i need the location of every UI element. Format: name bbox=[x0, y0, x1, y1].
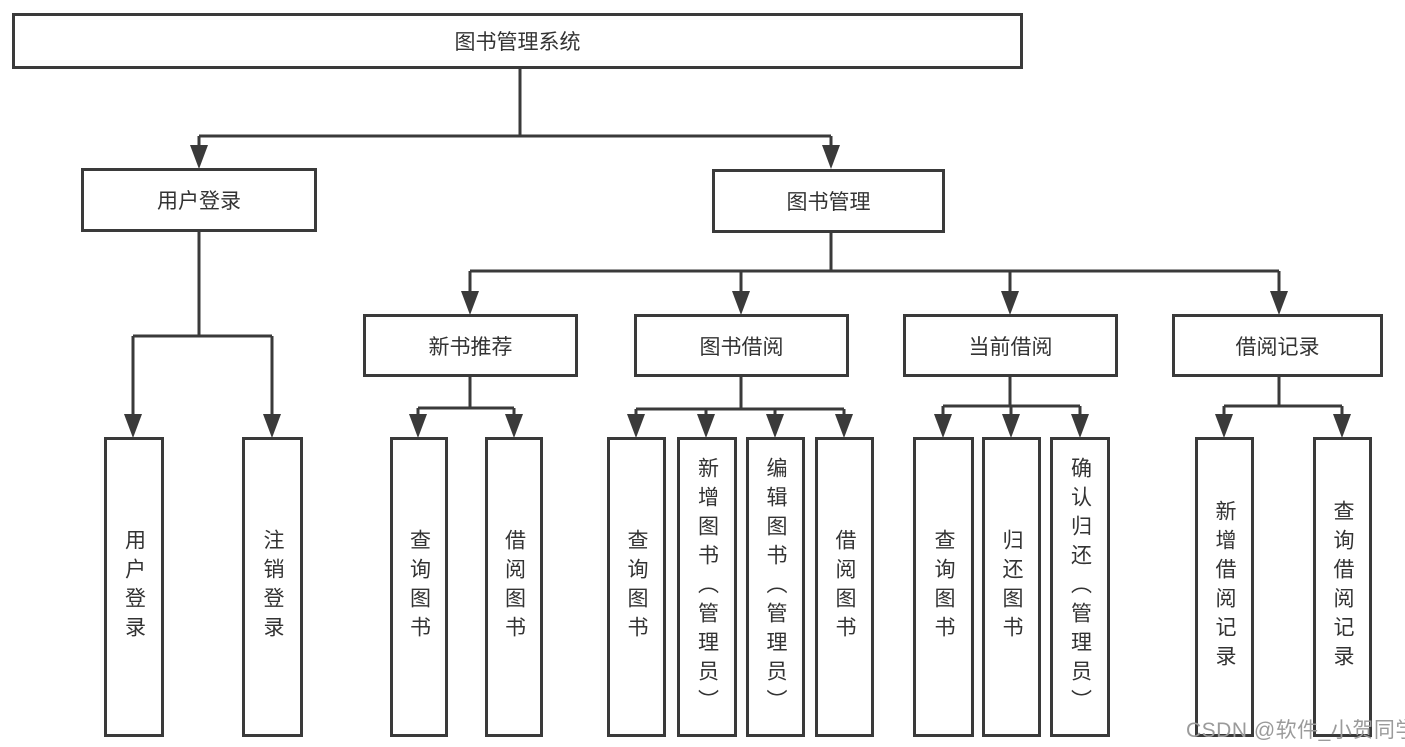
leaf-borrow-add-book-admin: 新增图书（管理员） bbox=[677, 437, 737, 737]
leaf-current-confirm-return-admin: 确认归还（管理员） bbox=[1050, 437, 1110, 737]
leaf-borrow-borrow-book: 借阅图书 bbox=[815, 437, 874, 737]
leaf-user-login: 用户登录 bbox=[104, 437, 164, 737]
leaf-label: 查询图书 bbox=[625, 529, 648, 645]
leaf-label: 编辑图书（管理员） bbox=[764, 456, 787, 718]
leaf-label: 查询图书 bbox=[407, 529, 431, 645]
leaf-records-add-record: 新增借阅记录 bbox=[1195, 437, 1254, 737]
leaf-recommend-query-book: 查询图书 bbox=[390, 437, 448, 737]
leaf-records-query-record: 查询借阅记录 bbox=[1313, 437, 1372, 737]
connector-login-to-leaves bbox=[124, 232, 281, 438]
leaf-label: 新增图书（管理员） bbox=[695, 456, 719, 718]
leaf-borrow-query-book: 查询图书 bbox=[607, 437, 666, 737]
node-new-book-recommend: 新书推荐 bbox=[363, 314, 578, 377]
connector-mgmt-to-level3 bbox=[461, 233, 1288, 315]
connector-recommend-to-leaves bbox=[409, 377, 523, 438]
connector-current-to-leaves bbox=[934, 377, 1089, 438]
leaf-current-query-book: 查询图书 bbox=[913, 437, 974, 737]
leaf-recommend-borrow-book: 借阅图书 bbox=[485, 437, 543, 737]
node-user-login: 用户登录 bbox=[81, 168, 317, 232]
leaf-label: 归还图书 bbox=[1000, 529, 1023, 645]
leaf-label: 注销登录 bbox=[261, 529, 284, 645]
node-book-mgmt: 图书管理 bbox=[712, 169, 945, 233]
node-root-title: 图书管理系统 bbox=[12, 13, 1023, 69]
leaf-label: 新增借阅记录 bbox=[1213, 500, 1236, 674]
connector-root-to-level2 bbox=[190, 69, 840, 169]
connector-records-to-leaves bbox=[1215, 377, 1351, 438]
node-current-borrow: 当前借阅 bbox=[903, 314, 1118, 377]
connector-borrow-to-leaves bbox=[627, 377, 853, 438]
leaf-current-return-book: 归还图书 bbox=[982, 437, 1041, 737]
leaf-label: 借阅图书 bbox=[502, 529, 526, 645]
node-borrow-records: 借阅记录 bbox=[1172, 314, 1383, 377]
leaf-label: 用户登录 bbox=[122, 529, 146, 645]
leaf-label: 查询图书 bbox=[932, 529, 955, 645]
watermark: CSDN @软件_小贺同学 bbox=[1186, 719, 1405, 742]
leaf-label: 确认归还（管理员） bbox=[1068, 456, 1092, 718]
leaf-logout: 注销登录 bbox=[242, 437, 303, 737]
node-book-borrow: 图书借阅 bbox=[634, 314, 849, 377]
leaf-label: 借阅图书 bbox=[833, 529, 856, 645]
leaf-borrow-edit-book-admin: 编辑图书（管理员） bbox=[746, 437, 805, 737]
leaf-label: 查询借阅记录 bbox=[1331, 500, 1354, 674]
